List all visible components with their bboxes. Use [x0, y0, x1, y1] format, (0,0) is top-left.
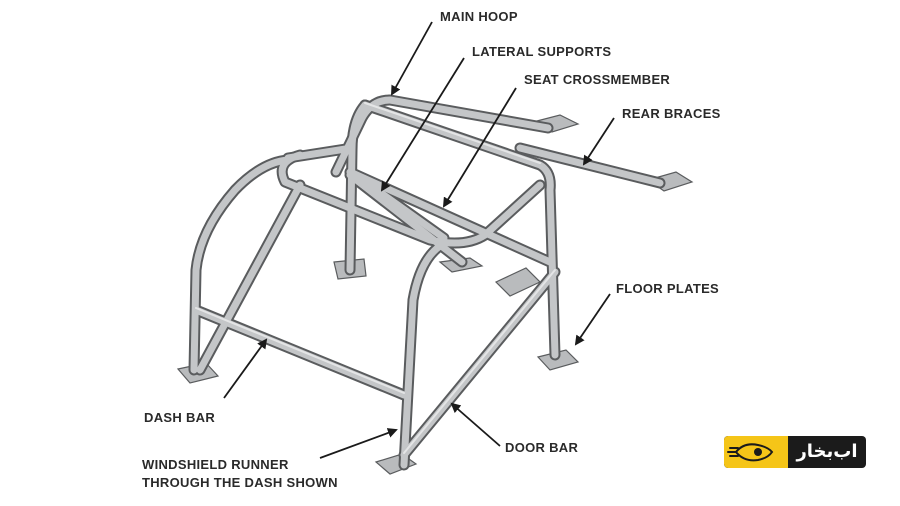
label-seat-crossmember: SEAT CROSSMEMBER: [524, 72, 671, 87]
seat-brace: [346, 171, 466, 266]
windshield-runner: [400, 242, 444, 469]
watermark-logo: اب‌بخار: [724, 436, 866, 468]
arrow-seat-crossmember: [442, 87, 517, 208]
arrow-floor-plates: [574, 293, 611, 346]
rear-brace-left: [386, 96, 552, 132]
arrow-windshield-runner: [319, 428, 398, 459]
logo-badge: [724, 436, 788, 468]
door-bar: [400, 268, 559, 459]
label-main-hoop: MAIN HOOP: [440, 9, 518, 24]
arrow-dash-bar: [223, 338, 268, 399]
front-hoop-left-leg: [190, 156, 292, 374]
leader-arrows: [223, 21, 615, 459]
label-dash-bar: DASH BAR: [144, 410, 216, 425]
floor-plate-front-right: [374, 453, 418, 475]
label-windshield-runner-line1: WINDSHIELD RUNNER: [142, 457, 289, 472]
label-lateral-supports: LATERAL SUPPORTS: [472, 44, 612, 59]
main-hoop: [361, 101, 559, 359]
arrow-main-hoop: [391, 21, 433, 96]
left-diagonal: [196, 181, 304, 374]
label-windshield-runner-line2: THROUGH THE DASH SHOWN: [142, 475, 338, 490]
logo-emblem-icon: [727, 443, 774, 462]
arrow-door-bar: [450, 402, 501, 447]
arrow-lateral-supports: [380, 57, 465, 192]
label-windshield-runner: WINDSHIELD RUNNER THROUGH THE DASH SHOWN: [142, 456, 338, 492]
label-door-bar: DOOR BAR: [505, 440, 579, 455]
lateral-support: [356, 174, 448, 242]
label-floor-plates: FLOOR PLATES: [616, 281, 720, 296]
label-rear-braces: REAR BRACES: [622, 106, 721, 121]
arrow-rear-braces: [582, 117, 615, 166]
logo-text: اب‌بخار: [796, 441, 858, 462]
cage-tube-highlights: [195, 102, 556, 454]
dash-bar: [192, 306, 408, 399]
